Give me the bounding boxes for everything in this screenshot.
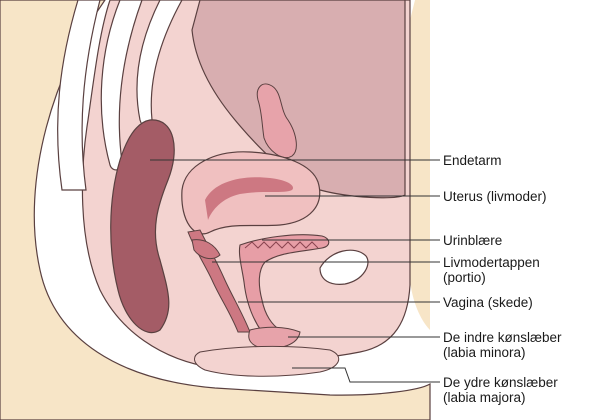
label-labia-majora-line2: (labia majora) bbox=[443, 390, 558, 405]
labia-majora bbox=[195, 346, 339, 376]
label-labia-majora: De ydre kønslæber (labia majora) bbox=[443, 375, 558, 405]
label-labia-minora-line1: De indre kønslæber bbox=[443, 330, 562, 345]
abdomen-skin bbox=[410, 0, 430, 330]
label-bladder: Urinblære bbox=[443, 233, 502, 248]
label-vagina: Vagina (skede) bbox=[443, 295, 533, 310]
label-uterus: Uterus (livmoder) bbox=[443, 189, 547, 204]
label-labia-minora: De indre kønslæber (labia minora) bbox=[443, 330, 562, 360]
label-rectum: Endetarm bbox=[443, 153, 502, 168]
label-labia-majora-line1: De ydre kønslæber bbox=[443, 375, 558, 390]
label-labia-minora-line2: (labia minora) bbox=[443, 345, 562, 360]
label-cervix-line1: Livmodertappen bbox=[443, 255, 540, 270]
label-cervix-line2: (portio) bbox=[443, 270, 540, 285]
label-cervix: Livmodertappen (portio) bbox=[443, 255, 540, 285]
